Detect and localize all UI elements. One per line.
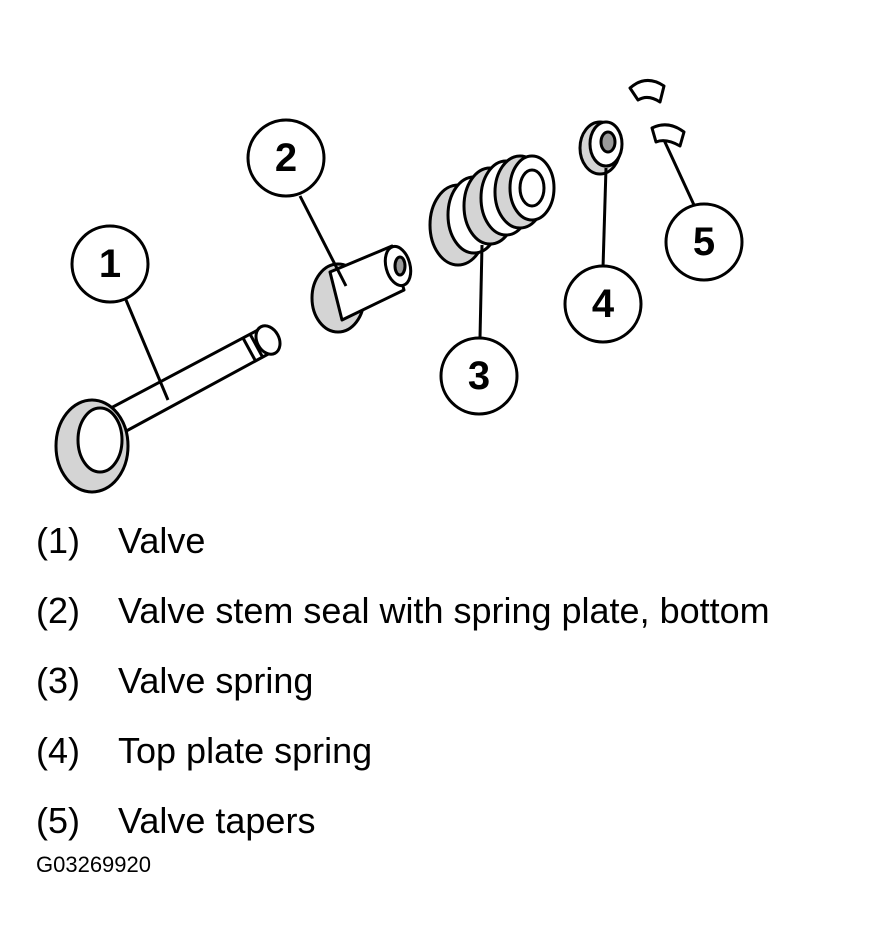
parts-legend: (1) Valve (2) Valve stem seal with sprin…: [36, 506, 876, 856]
legend-key: (2): [36, 590, 80, 631]
callout-1: 1: [70, 224, 150, 304]
leader-line-4: [601, 167, 608, 269]
figure-id: G03269920: [36, 852, 151, 877]
valve-spring-part: [428, 154, 556, 267]
leader-line-2: [298, 195, 348, 287]
leader-line-1: [124, 299, 170, 401]
legend-item: (4) Top plate spring: [36, 716, 876, 786]
legend-text: Valve spring: [118, 660, 314, 701]
legend-key: (1): [36, 520, 80, 561]
legend-key: (5): [36, 800, 80, 841]
callout-number: 2: [275, 136, 297, 180]
top-plate-spring-part: [578, 120, 624, 176]
legend-text: Top plate spring: [118, 730, 373, 771]
callout-4: 4: [563, 264, 643, 344]
legend-text: Valve: [118, 520, 206, 561]
legend-text: Valve tapers: [118, 800, 316, 841]
callout-number: 4: [592, 282, 615, 326]
legend-text: Valve stem seal with spring plate, botto…: [118, 590, 770, 631]
valve-tapers-part: [628, 79, 686, 148]
callout-2: 2: [246, 118, 326, 198]
valve-part: [54, 324, 282, 494]
legend-item: (2) Valve stem seal with spring plate, b…: [36, 576, 876, 646]
leader-line-3: [478, 244, 484, 339]
callout-5: 5: [664, 202, 744, 282]
callout-number: 1: [99, 242, 121, 286]
legend-item: (3) Valve spring: [36, 646, 876, 716]
legend-key: (4): [36, 730, 80, 771]
callout-3: 3: [439, 336, 519, 416]
leader-line-5: [662, 139, 696, 206]
legend-key: (3): [36, 660, 80, 701]
valve-stem-seal-part: [310, 244, 413, 334]
legend-item: (5) Valve tapers: [36, 786, 876, 856]
valve-assembly-diagram: 1 2 3 4 5: [54, 79, 744, 494]
legend-item: (1) Valve: [36, 506, 876, 576]
callout-number: 5: [693, 220, 715, 264]
callout-number: 3: [468, 354, 490, 398]
